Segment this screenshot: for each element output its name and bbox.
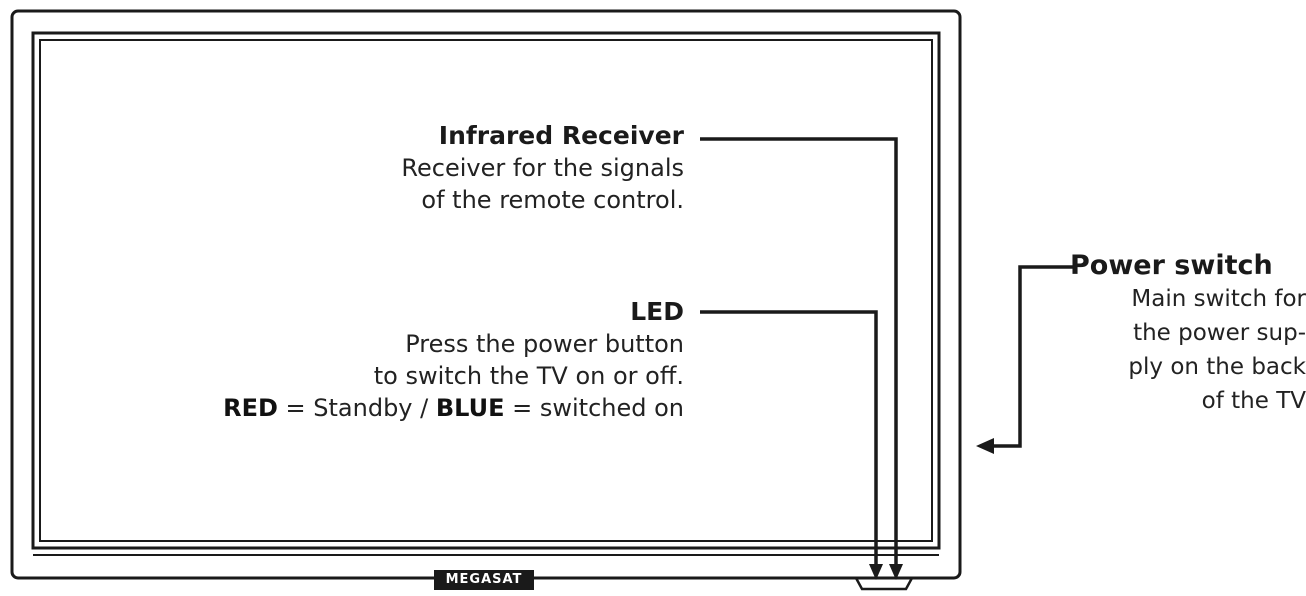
led-desc-line1: Press the power button [405,330,684,358]
led-arrowhead [869,564,883,580]
power-switch-desc-line1: Main switch for [1131,286,1306,312]
tv-outer-bezel [10,9,962,580]
led-red-word: RED [223,394,278,422]
power-switch-desc-line4: of the TV [1201,388,1306,414]
control-button-housing [854,577,914,591]
power-switch-arrowhead [976,438,994,454]
tv-screen-inner-edge [39,39,933,542]
led-switched-on-text: = switched on [504,394,684,422]
infrared-receiver-desc-line1: Receiver for the signals [401,154,684,182]
led-callout-line [700,310,878,572]
infrared-receiver-label: Infrared Receiver Receiver for the signa… [304,120,684,216]
led-standby-text: = Standby / [277,394,436,422]
power-switch-desc-line2: the power sup- [1133,320,1306,346]
infrared-receiver-title: Infrared Receiver [438,121,684,150]
led-label: LED Press the power button to switch the… [184,296,684,424]
tv-screen-outer-edge [31,31,941,550]
power-switch-title: Power switch [1070,250,1273,281]
led-blue-word: BLUE [435,394,505,422]
infrared-receiver-arrowhead [889,564,903,580]
infrared-receiver-callout-line [700,137,898,572]
power-switch-label: Power switch Main switch for the power s… [1070,250,1306,418]
megasat-logo: MEGASAT [434,570,534,590]
led-desc-line2: to switch the TV on or off. [373,362,684,390]
led-title: LED [630,297,684,326]
power-switch-callout-line [990,265,1074,448]
infrared-receiver-desc-line2: of the remote control. [421,186,684,214]
power-switch-desc-line3: ply on the back [1128,354,1306,380]
led-status-line: RED = Standby / BLUE = switched on [184,392,684,424]
